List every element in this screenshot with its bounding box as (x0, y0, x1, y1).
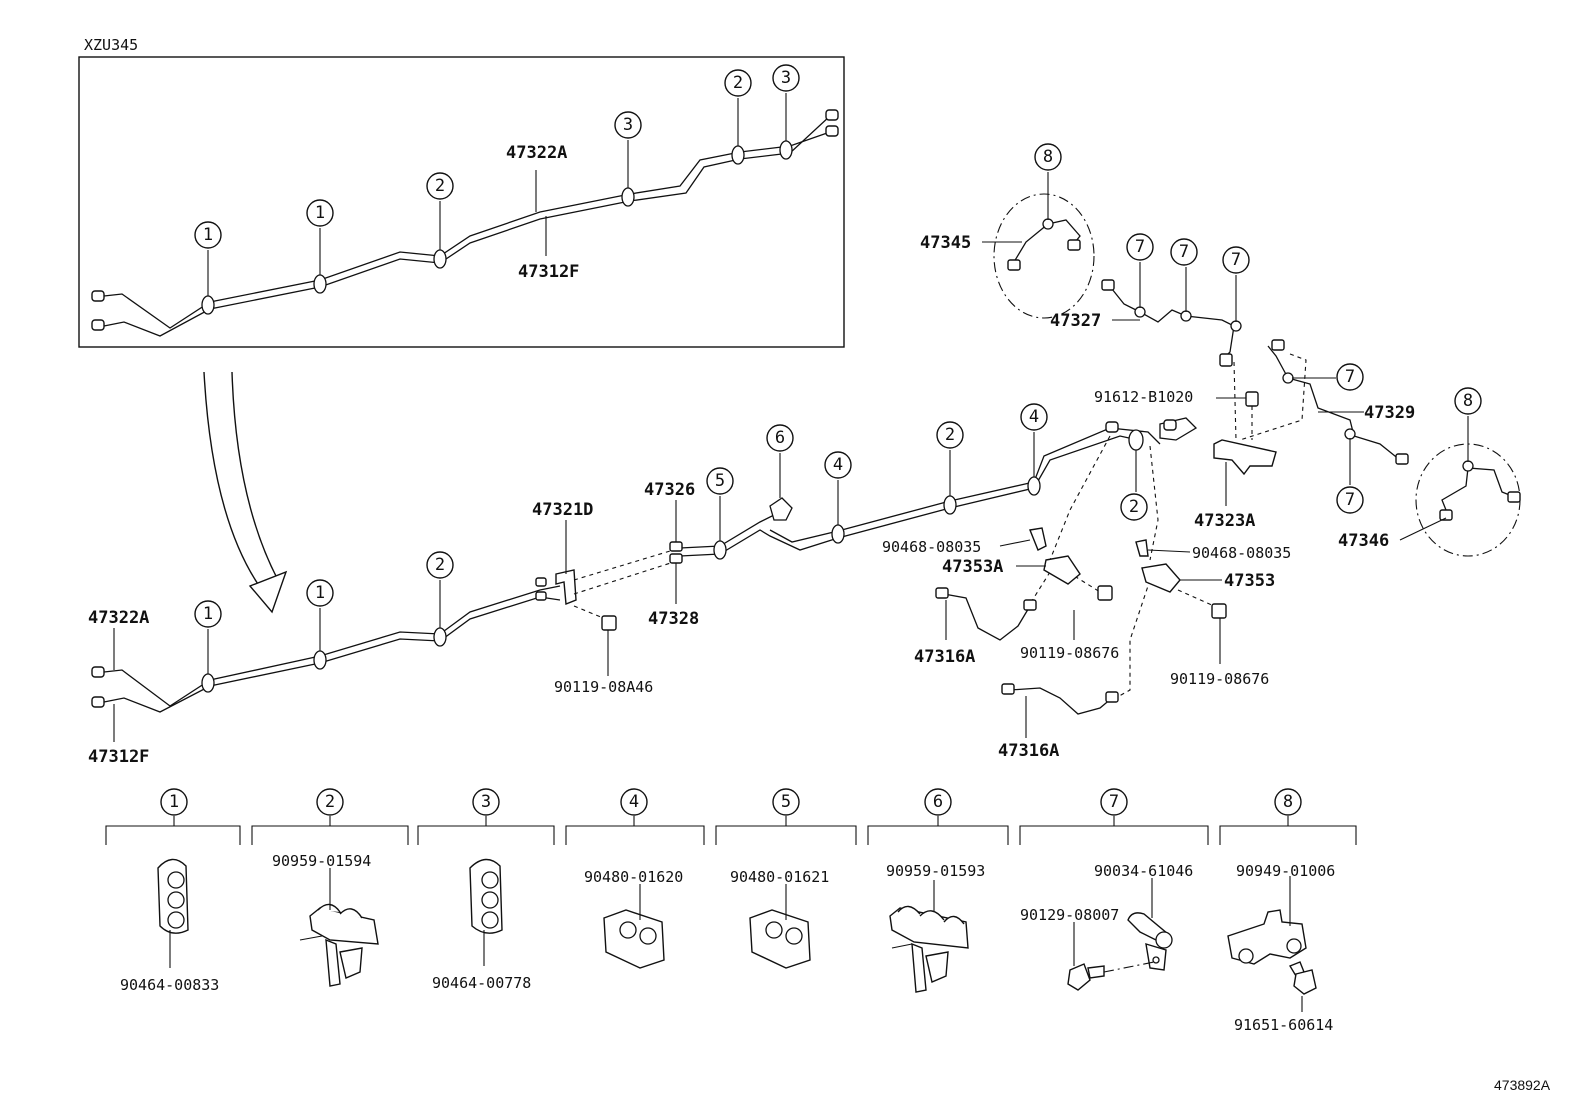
svg-text:7: 7 (1179, 242, 1189, 262)
svg-text:2: 2 (435, 176, 445, 196)
clip-icon-6 (889, 880, 969, 993)
label-47316A-upper: 47316A (914, 647, 975, 667)
label-90468-08035-left: 90468-08035 (882, 538, 981, 556)
main-clips (201, 429, 1144, 693)
label-47327: 47327 (1050, 311, 1101, 331)
svg-text:2: 2 (945, 425, 955, 445)
label-91612-B1020: 91612-B1020 (1094, 388, 1193, 406)
svg-text:4: 4 (833, 455, 843, 475)
legend-num-2: 2 (325, 792, 335, 812)
svg-text:7: 7 (1135, 237, 1145, 257)
svg-text:2: 2 (1129, 497, 1139, 517)
label-90468-08035-right: 90468-08035 (1192, 544, 1291, 562)
svg-text:3: 3 (781, 68, 791, 88)
svg-text:7: 7 (1345, 367, 1355, 387)
legend-part-3: 90464-00778 (432, 974, 531, 992)
legend-num-5: 5 (781, 792, 791, 812)
legend-part-8a: 90949-01006 (1236, 862, 1335, 880)
svg-text:1: 1 (315, 583, 325, 603)
label-47321D: 47321D (532, 500, 593, 520)
inset-callouts: 1 1 2 3 2 3 47322A 47312F (194, 64, 800, 296)
label-47316A-lower: 47316A (998, 741, 1059, 761)
unions-47326-47328: 47326 47328 (644, 480, 699, 629)
label-90119-08676-left: 90119-08676 (1020, 644, 1119, 662)
main-pipes (91, 417, 1198, 713)
model-code: XZU345 (84, 36, 138, 54)
reference-code: 473892A (1494, 1077, 1551, 1093)
svg-text:5: 5 (715, 471, 725, 491)
upper-right-assembly: 8 47345 7 7 7 47327 91612-B1020 47323A (920, 143, 1521, 557)
label-90119-08676-right: 90119-08676 (1170, 670, 1269, 688)
legend-num-7: 7 (1109, 792, 1119, 812)
label-47345: 47345 (920, 233, 971, 253)
label-90119-08A46: 90119-08A46 (554, 678, 653, 696)
main-label-47312F: 47312F (88, 747, 149, 767)
label-47328: 47328 (648, 609, 699, 629)
legend-part-4: 90480-01620 (584, 868, 683, 886)
inset-frame (78, 56, 845, 348)
label-47353A: 47353A (942, 557, 1003, 577)
clip-icon-8 (1227, 876, 1317, 1012)
clip-icon-4 (603, 884, 665, 969)
clip-icon-1 (157, 858, 189, 968)
svg-text:2: 2 (733, 73, 743, 93)
inset-clips (201, 140, 793, 315)
svg-text:8: 8 (1043, 147, 1053, 167)
inset-label-47322A: 47322A (506, 143, 567, 163)
legend-part-7b: 90129-08007 (1020, 906, 1119, 924)
legend-part-6: 90959-01593 (886, 862, 985, 880)
curved-arrow (203, 371, 288, 614)
label-47346: 47346 (1338, 531, 1389, 551)
legend-part-5: 90480-01621 (730, 868, 829, 886)
svg-text:7: 7 (1231, 250, 1241, 270)
inset-pipes (91, 109, 839, 337)
label-47326: 47326 (644, 480, 695, 500)
clip-icon-2 (299, 868, 379, 987)
svg-text:1: 1 (203, 225, 213, 245)
label-47323A: 47323A (1194, 511, 1255, 531)
label-47353: 47353 (1224, 571, 1275, 591)
svg-text:8: 8 (1463, 391, 1473, 411)
legend-num-1: 1 (169, 792, 179, 812)
legend-num-6: 6 (933, 792, 943, 812)
legend-part-1: 90464-00833 (120, 976, 219, 994)
legend-num-4: 4 (629, 792, 639, 812)
main-label-47322A: 47322A (88, 608, 149, 628)
legend-num-8: 8 (1283, 792, 1293, 812)
legend-part-7a: 90034-61046 (1094, 862, 1193, 880)
hose-bracket-area: 90468-08035 47353A 90468-08035 47353 473… (882, 435, 1291, 761)
svg-text:1: 1 (203, 604, 213, 624)
clip-icon-5 (749, 884, 811, 969)
legend-part-2: 90959-01594 (272, 852, 371, 870)
clip-icon-3 (469, 858, 503, 966)
svg-text:2: 2 (435, 555, 445, 575)
label-47329: 47329 (1364, 403, 1415, 423)
svg-text:1: 1 (315, 203, 325, 223)
legend-num-3: 3 (481, 792, 491, 812)
svg-text:3: 3 (623, 115, 633, 135)
legend: 1 2 3 4 5 6 7 8 90464-00833 (105, 788, 1357, 1034)
svg-text:7: 7 (1345, 490, 1355, 510)
bracket-47321D: 47321D 90119-08A46 (532, 500, 681, 696)
clip-icon-7 (1067, 878, 1173, 991)
inset-label-47312F: 47312F (518, 262, 579, 282)
legend-part-8b: 91651-60614 (1234, 1016, 1333, 1034)
svg-text:4: 4 (1029, 407, 1039, 427)
main-callouts: 1 1 2 5 6 4 2 4 2 47322A 47312F (88, 403, 1148, 767)
svg-text:6: 6 (775, 428, 785, 448)
